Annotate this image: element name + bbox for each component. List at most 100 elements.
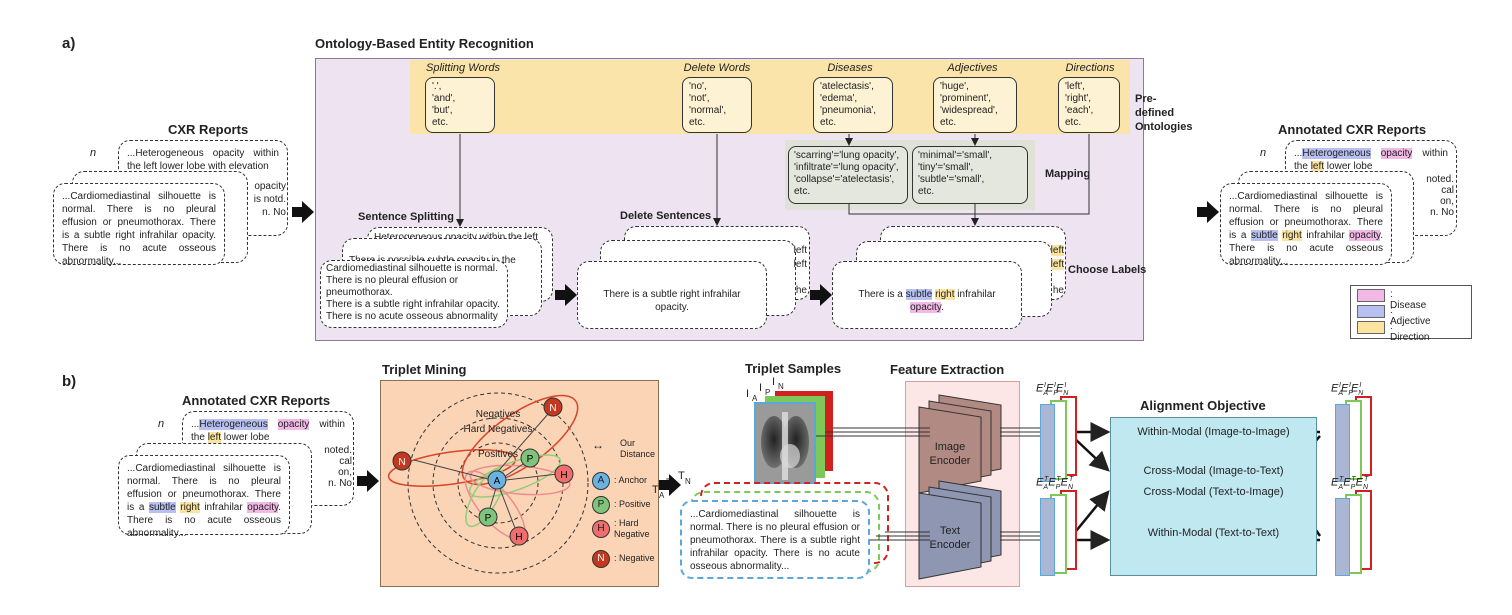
triplet-nodes: A P P H H N N [392,397,574,546]
negatives-ring [407,392,589,574]
ontology-header: Adjectives [947,62,998,74]
tail-text: cal [1441,185,1454,196]
block-arrow [1197,201,1219,223]
ontology-item: etc. [1065,117,1082,128]
block-arrow [659,474,681,496]
alignment-item: Within-Modal (Image-to-Image) [1137,426,1290,438]
ontology-box-diseases: 'atelectasis', 'edema', 'pneumonia', etc… [813,77,893,133]
direction-highlight: right [1282,230,1302,241]
emb-sub: N [1067,483,1073,491]
emb-e: E [1343,476,1351,489]
cxr-report-front: ...Cardiomediastinal silhouette is norma… [53,183,225,267]
triplet-mining-title: Triplet Mining [382,362,467,377]
hard-negative-node-label: H [515,532,522,543]
alignment-objective-title: Alignment Objective [1140,398,1266,413]
mapping-item: 'scarring'='lung opacity', [794,150,900,161]
ontology-item: etc. [820,117,837,128]
emb-e: E [1036,476,1044,489]
triplet-ellipse [465,468,505,528]
tail-text: is notd. [253,194,286,205]
emb-sup: T [1351,476,1356,483]
negative-node-label: N [398,457,405,468]
positive-legend-icon: P [592,496,610,514]
ontology-item: etc. [689,117,706,128]
anchor-node-label: A [494,476,501,487]
highlight-legend: : Disease : Adjective : Direction [1350,285,1472,343]
tail-text: noted. [1426,174,1454,185]
plain-text: ...Cardiomediastinal silhouette is norma… [1229,191,1383,241]
emb-sub: A [1043,389,1049,397]
emb-label-image-right: EAIEPIENI [1331,382,1364,397]
tail-text: cal [339,456,352,467]
annotated-front-b: ...Cardiomediastinal silhouette is norma… [118,455,290,539]
hard-negative-node-label: H [560,470,567,481]
ontology-header: Delete Words [683,62,751,74]
ontology-box-delete: 'no', 'not', 'normal', etc. [682,77,752,133]
triplet-mining-diagram: Negatives Hard Negatives Positives A P P… [387,392,589,574]
tail-text: left [793,245,807,256]
mapping-item: 'subtle'='small', [918,174,985,185]
ontology-item: etc. [432,117,449,128]
block-arrow [292,201,314,223]
emb-sub: N [1358,389,1364,397]
emb-e: E [1048,476,1056,489]
tail-text: left [793,259,807,270]
emb-anchor-image [1040,404,1055,482]
disease-highlight: opacity [1349,230,1381,241]
split-card-front: Cardiomediastinal silhouette is normal. … [320,260,508,328]
emb-sub: P [1348,389,1353,397]
distance-line [503,463,524,478]
anchor-node [487,470,507,490]
distance-line [413,459,489,480]
panel-a-label: a) [62,35,76,52]
text-label-sub: A [659,491,665,500]
image-label: I [746,388,750,400]
plain-text: ...Cardiomediastinal silhouette is norma… [127,463,281,513]
encoder-label-line: Image [934,441,966,453]
direction-highlight: left [1310,161,1325,172]
image-encoder-label: Image Encoder [919,440,981,468]
direction-highlight: right [935,289,955,300]
n-label: n [90,147,97,159]
ontology-item: 'left', [1065,81,1085,92]
emb-e: E [1331,382,1339,395]
adjective-highlight: Heterogeneous [1302,148,1371,159]
panel-b-label: b) [62,373,77,390]
emb-e: E [1355,476,1363,489]
triplet-ellipse [469,464,571,496]
tail-text: he [795,285,807,296]
panel-a-title: Ontology-Based Entity Recognition [315,36,534,51]
split-sentence: There is no pleural effusion or [326,275,459,286]
encoder-label-line: Text [939,525,961,537]
legend-label: : Direction [1390,321,1430,343]
sentence-splitting-label: Sentence Splitting [358,211,454,223]
ontology-item: 'and', [432,93,456,104]
split-sentence: Cardiomediastinal silhouette is normal. [326,263,498,274]
mining-legend-label: : Hard Negative [614,518,650,539]
mapping-item: 'minimal'='small', [918,150,993,161]
positives-label: Positives [478,449,518,460]
emb-sub: N [1362,483,1368,491]
cxr-reports-title: CXR Reports [168,122,249,137]
block-arrows [292,201,1219,496]
mapping-box-diseases: 'scarring'='lung opacity', 'infiltrate'=… [788,146,908,204]
anchor-legend-icon: A [592,472,610,490]
disease-highlight: opacity [277,419,310,430]
emb-e: E [1331,476,1339,489]
positives-ring [457,442,539,524]
negative-legend-icon: N [592,550,610,568]
ontology-item: 'prominent', [940,93,992,104]
negative-node [392,451,412,471]
emb-e: E [1055,382,1064,395]
ontology-item: 'not', [689,93,710,104]
adjective-highlight: subtle [148,502,176,513]
emb-sup: T [1044,476,1049,483]
encoder-layer [918,492,982,580]
split-sentence: pneumothorax. [326,287,393,298]
ontology-item: 'atelectasis', [820,81,874,92]
predefined-ontologies-label: Pre-defined Ontologies [1135,93,1193,133]
mining-legend-label: : Anchor [614,475,648,485]
ontology-item: 'but', [432,105,453,116]
split-sentence: There is a subtle right infrahilar opaci… [326,299,500,310]
plain-text: . There is no acute osseous abnormality.… [1229,230,1384,267]
